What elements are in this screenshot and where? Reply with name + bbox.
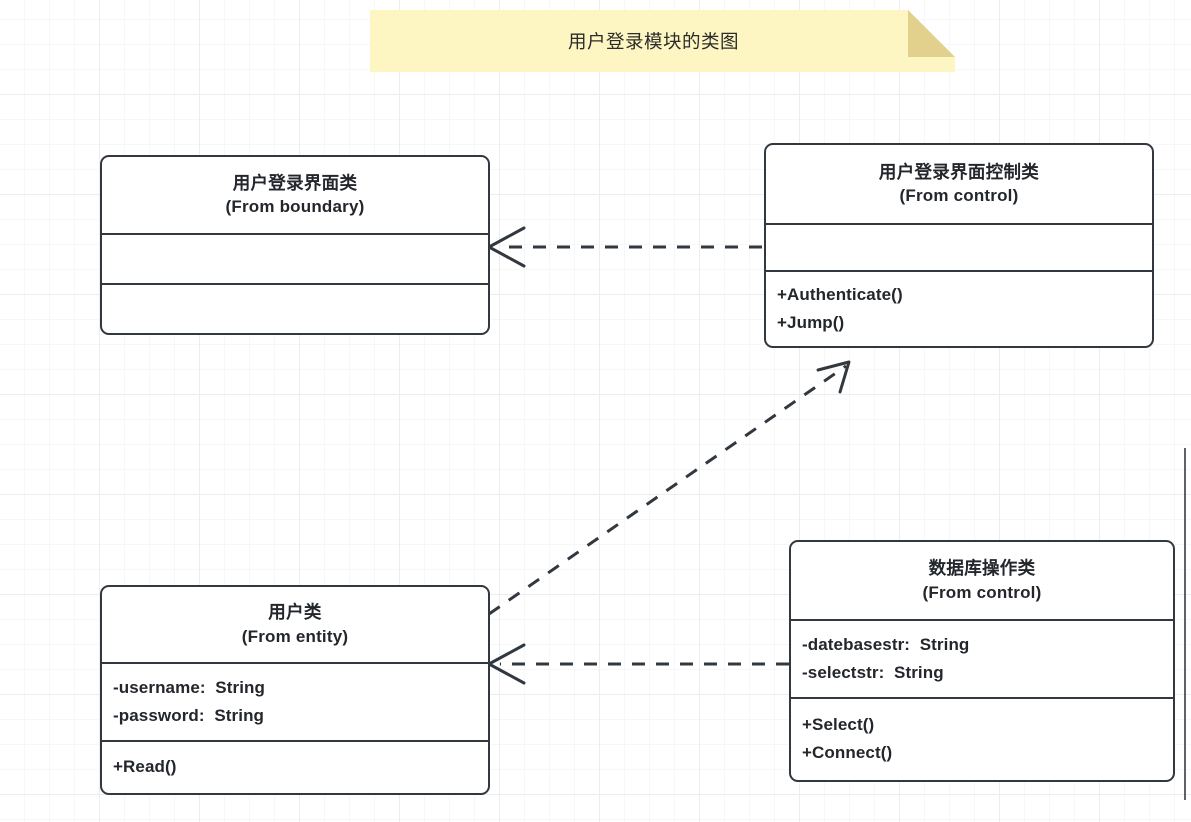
- class-package-database: (From control): [922, 582, 1042, 602]
- class-package-control: (From control): [899, 186, 1019, 206]
- attribute-row: -datebasestr: String: [802, 635, 970, 655]
- title-note[interactable]: 用户登录模块的类图: [370, 10, 955, 72]
- class-header-entity: 用户类 (From entity): [102, 587, 488, 662]
- class-name-boundary: 用户登录界面类: [232, 172, 358, 193]
- class-name-entity: 用户类: [268, 602, 322, 623]
- class-header-database: 数据库操作类 (From control): [791, 542, 1173, 619]
- canvas-right-scrollbar[interactable]: [1184, 448, 1186, 800]
- class-package-entity: (From entity): [241, 626, 349, 646]
- class-header-boundary: 用户登录界面类 (From boundary): [102, 157, 488, 233]
- dependency-database-to-entity: [487, 643, 789, 685]
- attribute-row: -username: String: [113, 678, 265, 698]
- operation-row: +Read(): [113, 757, 177, 777]
- operation-row: +Authenticate(): [777, 284, 903, 304]
- class-box-entity[interactable]: 用户类 (From entity) -username: String -pas…: [100, 585, 490, 795]
- title-note-body: [370, 10, 955, 72]
- dependency-control-to-boundary: [487, 226, 762, 268]
- class-operations-control: +Authenticate() +Jump(): [766, 270, 1152, 345]
- class-operations-boundary: [102, 283, 488, 332]
- class-attributes-entity: -username: String -password: String: [102, 662, 488, 740]
- class-box-database[interactable]: 数据库操作类 (From control) -datebasestr: Stri…: [789, 540, 1175, 782]
- class-box-boundary[interactable]: 用户登录界面类 (From boundary): [100, 155, 490, 335]
- attribute-row: -password: String: [113, 706, 265, 725]
- operation-row: +Jump(): [777, 312, 845, 332]
- attribute-row: -selectstr: String: [802, 663, 944, 682]
- class-header-control: 用户登录界面控制类 (From control): [766, 145, 1152, 223]
- class-name-database: 数据库操作类: [928, 558, 1036, 579]
- class-attributes-database: -datebasestr: String -selectstr: String: [791, 619, 1173, 697]
- class-package-boundary: (From boundary): [225, 197, 365, 217]
- class-attributes-control: [766, 223, 1152, 270]
- class-operations-database: +Select() +Connect(): [791, 697, 1173, 779]
- class-box-control[interactable]: 用户登录界面控制类 (From control) +Authenticate()…: [764, 143, 1154, 348]
- operation-row: +Select(): [802, 715, 875, 735]
- class-name-control: 用户登录界面控制类: [878, 161, 1040, 182]
- operation-row: +Connect(): [802, 743, 893, 762]
- diagram-title: 用户登录模块的类图: [567, 31, 739, 52]
- class-operations-entity: +Read(): [102, 740, 488, 792]
- class-attributes-boundary: [102, 233, 488, 283]
